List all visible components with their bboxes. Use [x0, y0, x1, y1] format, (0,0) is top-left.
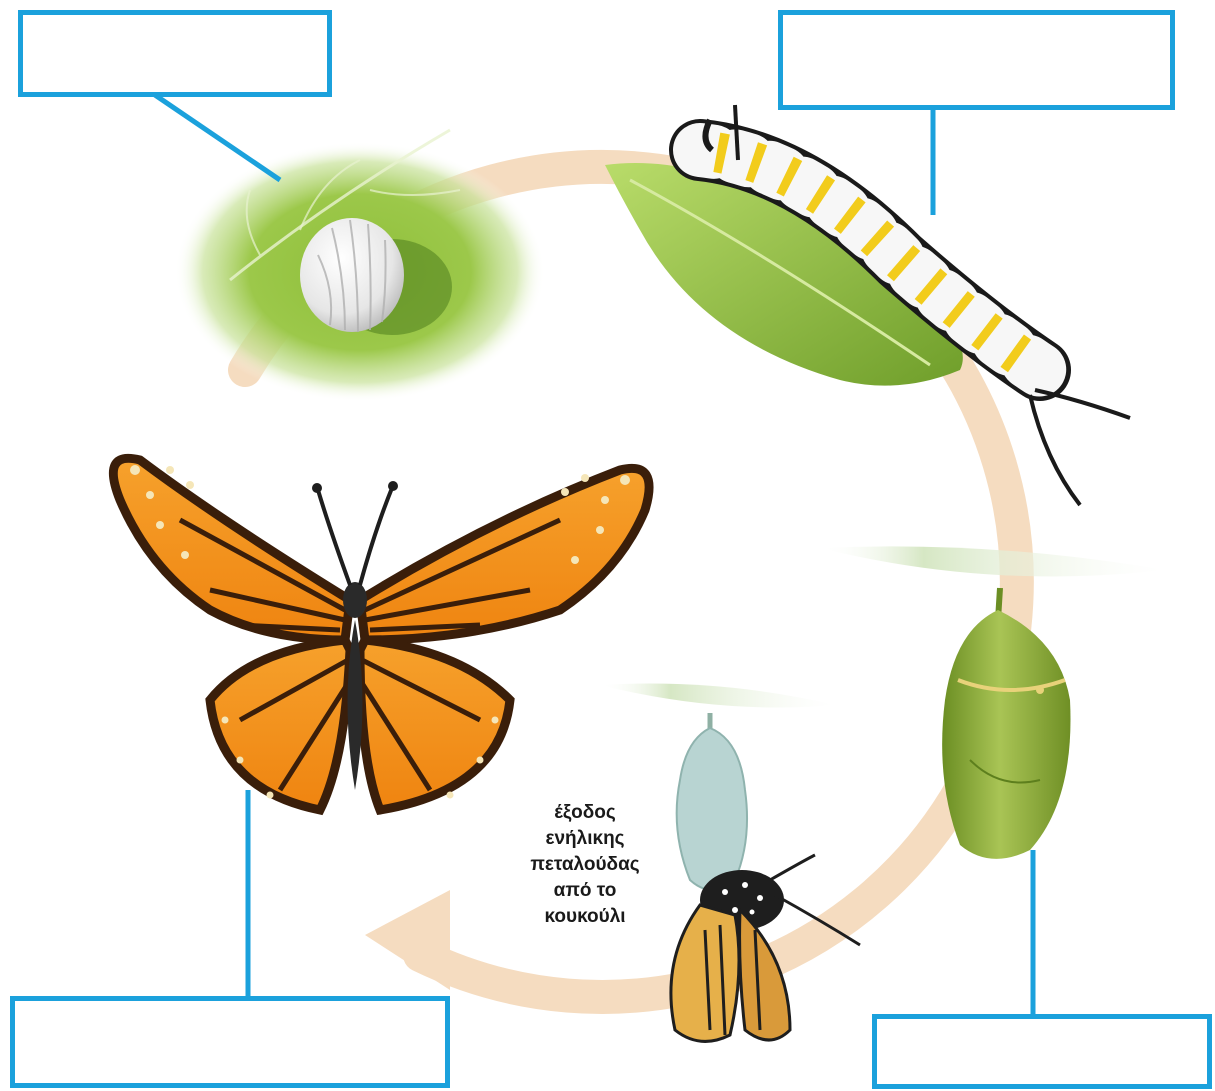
- emergence-caption-line: ενήλικης: [500, 826, 670, 852]
- emergence-caption-line: από το: [500, 878, 670, 904]
- emergence-caption-line: έξοδος: [500, 800, 670, 826]
- butterfly-icon: [113, 458, 649, 810]
- pupa-label-box[interactable]: [872, 1014, 1212, 1089]
- chrysalis-icon: [820, 546, 1165, 859]
- egg-connector-line: [155, 95, 280, 180]
- caterpillar-icon: [605, 105, 1130, 505]
- adult-label-box[interactable]: [10, 996, 450, 1088]
- caterpillar-label-box[interactable]: [778, 10, 1175, 110]
- emergence-caption-line: πεταλούδας: [500, 852, 670, 878]
- emergence-caption: έξοδος ενήλικης πεταλούδας από το κουκού…: [500, 800, 670, 930]
- egg-label-box[interactable]: [18, 10, 332, 97]
- emergence-caption-line: κουκούλι: [500, 904, 670, 930]
